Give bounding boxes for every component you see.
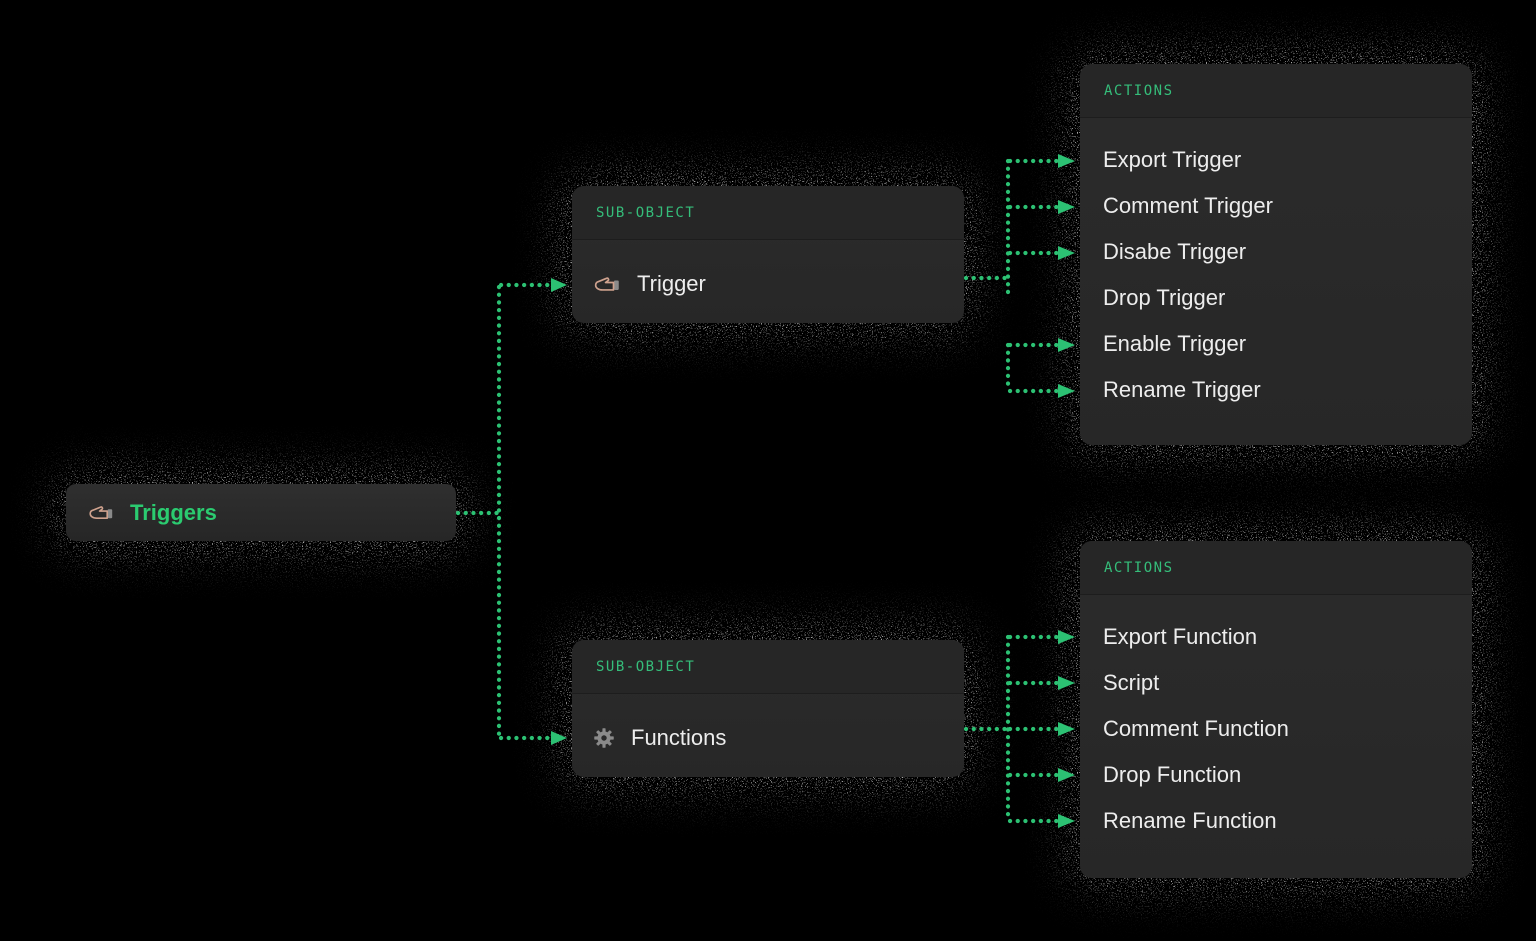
action-item-rename-trigger[interactable]: Rename Trigger: [1080, 367, 1472, 413]
arrowhead-comment-trigger: [1058, 200, 1075, 214]
arrowhead-rename-function: [1058, 814, 1075, 828]
actions-panel-function: ACTIONS Export Function Script Comment F…: [1080, 541, 1472, 878]
arrowhead-functions: [551, 731, 567, 745]
action-item-comment-trigger[interactable]: Comment Trigger: [1080, 183, 1472, 229]
action-item-drop-trigger[interactable]: Drop Trigger: [1080, 275, 1472, 321]
action-item-enable-trigger[interactable]: Enable Trigger: [1080, 321, 1472, 367]
action-item-label: Comment Function: [1103, 716, 1289, 741]
action-item-label: Drop Trigger: [1103, 285, 1226, 310]
action-item-script[interactable]: Script: [1080, 660, 1472, 706]
arrowhead-rename-trigger: [1058, 384, 1075, 398]
trigger-hand-icon: [593, 274, 621, 295]
action-item-label: Drop Function: [1103, 762, 1242, 787]
actions-list-trigger: Export Trigger Comment Trigger Disabe Tr…: [1080, 118, 1472, 413]
edges-trigger-to-actions: [963, 154, 1075, 398]
action-item-label: Script: [1103, 670, 1160, 695]
sub-object-card-trigger: SUB-OBJECT Trigger: [572, 186, 964, 323]
gear-icon: [593, 727, 615, 749]
actions-panel-header: ACTIONS: [1080, 64, 1472, 118]
arrowhead-export-function: [1058, 630, 1075, 644]
action-item-label: Export Function: [1103, 624, 1258, 649]
arrowhead-export-trigger: [1058, 154, 1075, 168]
sub-object-item-trigger[interactable]: Trigger: [572, 240, 964, 323]
action-item-label: Comment Trigger: [1103, 193, 1273, 218]
node-triggers[interactable]: Triggers: [66, 484, 456, 541]
node-triggers-label: Triggers: [130, 499, 217, 525]
arrowhead-comment-function: [1058, 722, 1075, 736]
action-item-disabe-trigger[interactable]: Disabe Trigger: [1080, 229, 1472, 275]
arrowhead-disabe-trigger: [1058, 246, 1075, 260]
actions-panel-header: ACTIONS: [1080, 541, 1472, 595]
arrowhead-trigger: [551, 278, 567, 292]
sub-object-item-functions[interactable]: Functions: [572, 694, 964, 777]
arrowhead-script: [1058, 676, 1075, 690]
arrowhead-enable-trigger: [1058, 338, 1075, 352]
arrowhead-drop-function: [1058, 768, 1075, 782]
action-item-label: Rename Trigger: [1103, 377, 1261, 402]
edges-functions-to-actions: [963, 630, 1075, 828]
action-item-label: Disabe Trigger: [1103, 239, 1247, 264]
action-item-label: Enable Trigger: [1103, 331, 1247, 356]
action-item-label: Rename Function: [1103, 808, 1277, 833]
actions-panel-trigger: ACTIONS Export Trigger Comment Trigger D…: [1080, 64, 1472, 445]
action-item-rename-function[interactable]: Rename Function: [1080, 798, 1472, 844]
action-item-label: Export Trigger: [1103, 147, 1242, 172]
sub-object-card-functions: SUB-OBJECT: [572, 640, 964, 777]
sub-object-title: Functions: [631, 725, 727, 750]
sub-object-header: SUB-OBJECT: [572, 640, 964, 694]
sub-object-header: SUB-OBJECT: [572, 186, 964, 240]
action-item-drop-function[interactable]: Drop Function: [1080, 752, 1472, 798]
action-item-export-function[interactable]: Export Function: [1080, 614, 1472, 660]
action-item-export-trigger[interactable]: Export Trigger: [1080, 137, 1472, 183]
action-item-comment-function[interactable]: Comment Function: [1080, 706, 1472, 752]
trigger-hand-icon: [88, 503, 114, 523]
edges-root-to-subobjects: [455, 278, 567, 745]
actions-list-function: Export Function Script Comment Function …: [1080, 595, 1472, 844]
sub-object-title: Trigger: [637, 271, 706, 296]
